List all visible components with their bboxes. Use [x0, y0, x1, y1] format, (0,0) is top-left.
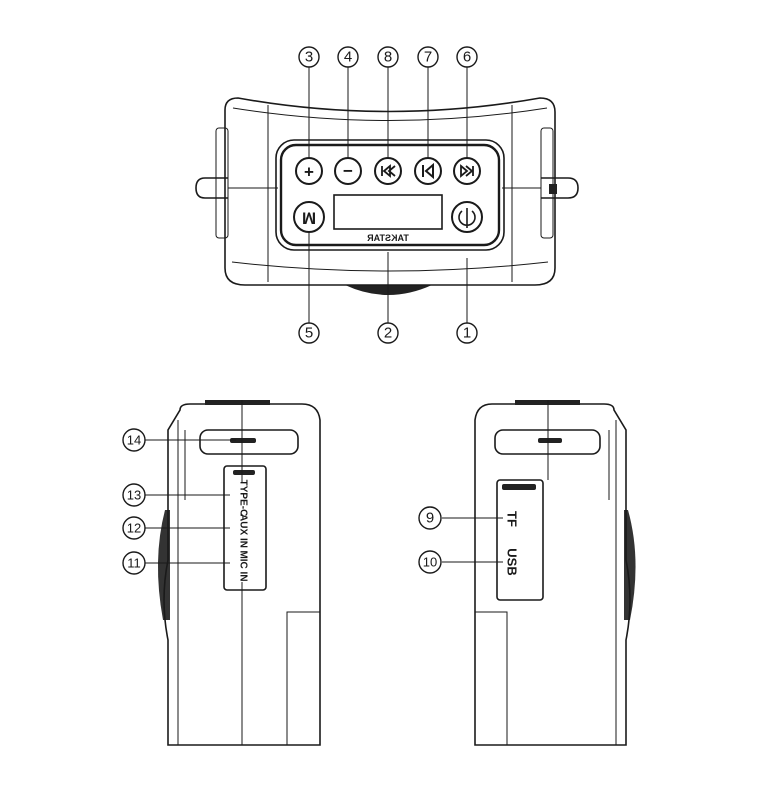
card-slot-cover[interactable] — [496, 479, 544, 601]
power-icon — [458, 208, 476, 228]
mode-button[interactable]: M — [293, 201, 325, 233]
usb-port-label: USB — [505, 548, 520, 575]
svg-text:14: 14 — [127, 433, 141, 448]
callout-5: 5 — [298, 322, 320, 344]
next-button[interactable] — [453, 157, 481, 185]
callout-8: 8 — [377, 46, 399, 68]
svg-text:4: 4 — [344, 49, 352, 66]
callout-3: 3 — [298, 46, 320, 68]
svg-text:10: 10 — [423, 555, 437, 570]
lcd-display — [333, 194, 443, 230]
callout-14: 14 — [122, 428, 146, 452]
callout-11: 11 — [122, 551, 146, 575]
brand-logo: TAKSTAR — [367, 233, 409, 243]
callout-13: 13 — [122, 483, 146, 507]
control-panel — [275, 139, 505, 251]
svg-text:2: 2 — [384, 325, 392, 342]
left-strap-hook — [195, 177, 228, 199]
device-body — [224, 97, 556, 286]
svg-text:9: 9 — [426, 510, 434, 527]
svg-text:5: 5 — [305, 325, 313, 342]
callout-2: 2 — [377, 322, 399, 344]
strap-slot-left — [199, 429, 299, 455]
volume-up-button[interactable]: + — [295, 157, 323, 185]
callout-7: 7 — [417, 46, 439, 68]
type-c-port-label: TYPE-C — [238, 480, 249, 517]
svg-text:12: 12 — [127, 521, 141, 536]
callout-1: 1 — [456, 322, 478, 344]
previous-icon — [422, 162, 434, 180]
callout-4: 4 — [337, 46, 359, 68]
callout-12: 12 — [122, 516, 146, 540]
svg-text:13: 13 — [127, 488, 141, 503]
power-button[interactable] — [451, 201, 483, 233]
right-strap-hook — [541, 177, 579, 199]
minus-icon: − — [343, 162, 353, 181]
right-side-view: TF USB 9 10 — [418, 400, 636, 746]
callout-10: 10 — [418, 550, 442, 574]
mic-in-port-label: MIC IN — [238, 550, 249, 581]
svg-text:7: 7 — [424, 49, 432, 66]
svg-text:3: 3 — [305, 49, 313, 66]
top-view: TAKSTAR + − M — [195, 46, 579, 344]
svg-text:11: 11 — [127, 556, 141, 571]
svg-text:6: 6 — [463, 49, 471, 66]
svg-text:8: 8 — [384, 49, 392, 66]
left-side-view: TYPE-C AUX IN MIC IN 14 13 12 11 — [122, 400, 321, 746]
aux-in-port-label: AUX IN — [238, 514, 249, 548]
callout-6: 6 — [456, 46, 478, 68]
device-body-right — [474, 403, 631, 746]
rewind-icon — [381, 164, 396, 178]
plus-icon: + — [304, 163, 314, 182]
tf-slot-label: TF — [505, 511, 520, 527]
callout-9: 9 — [418, 506, 442, 530]
mode-icon: M — [302, 209, 316, 228]
device-body-left — [163, 403, 321, 746]
next-icon — [460, 164, 474, 178]
rewind-button[interactable] — [374, 157, 402, 185]
volume-down-button[interactable]: − — [334, 157, 362, 185]
previous-button[interactable] — [414, 157, 442, 185]
svg-text:1: 1 — [463, 325, 471, 342]
